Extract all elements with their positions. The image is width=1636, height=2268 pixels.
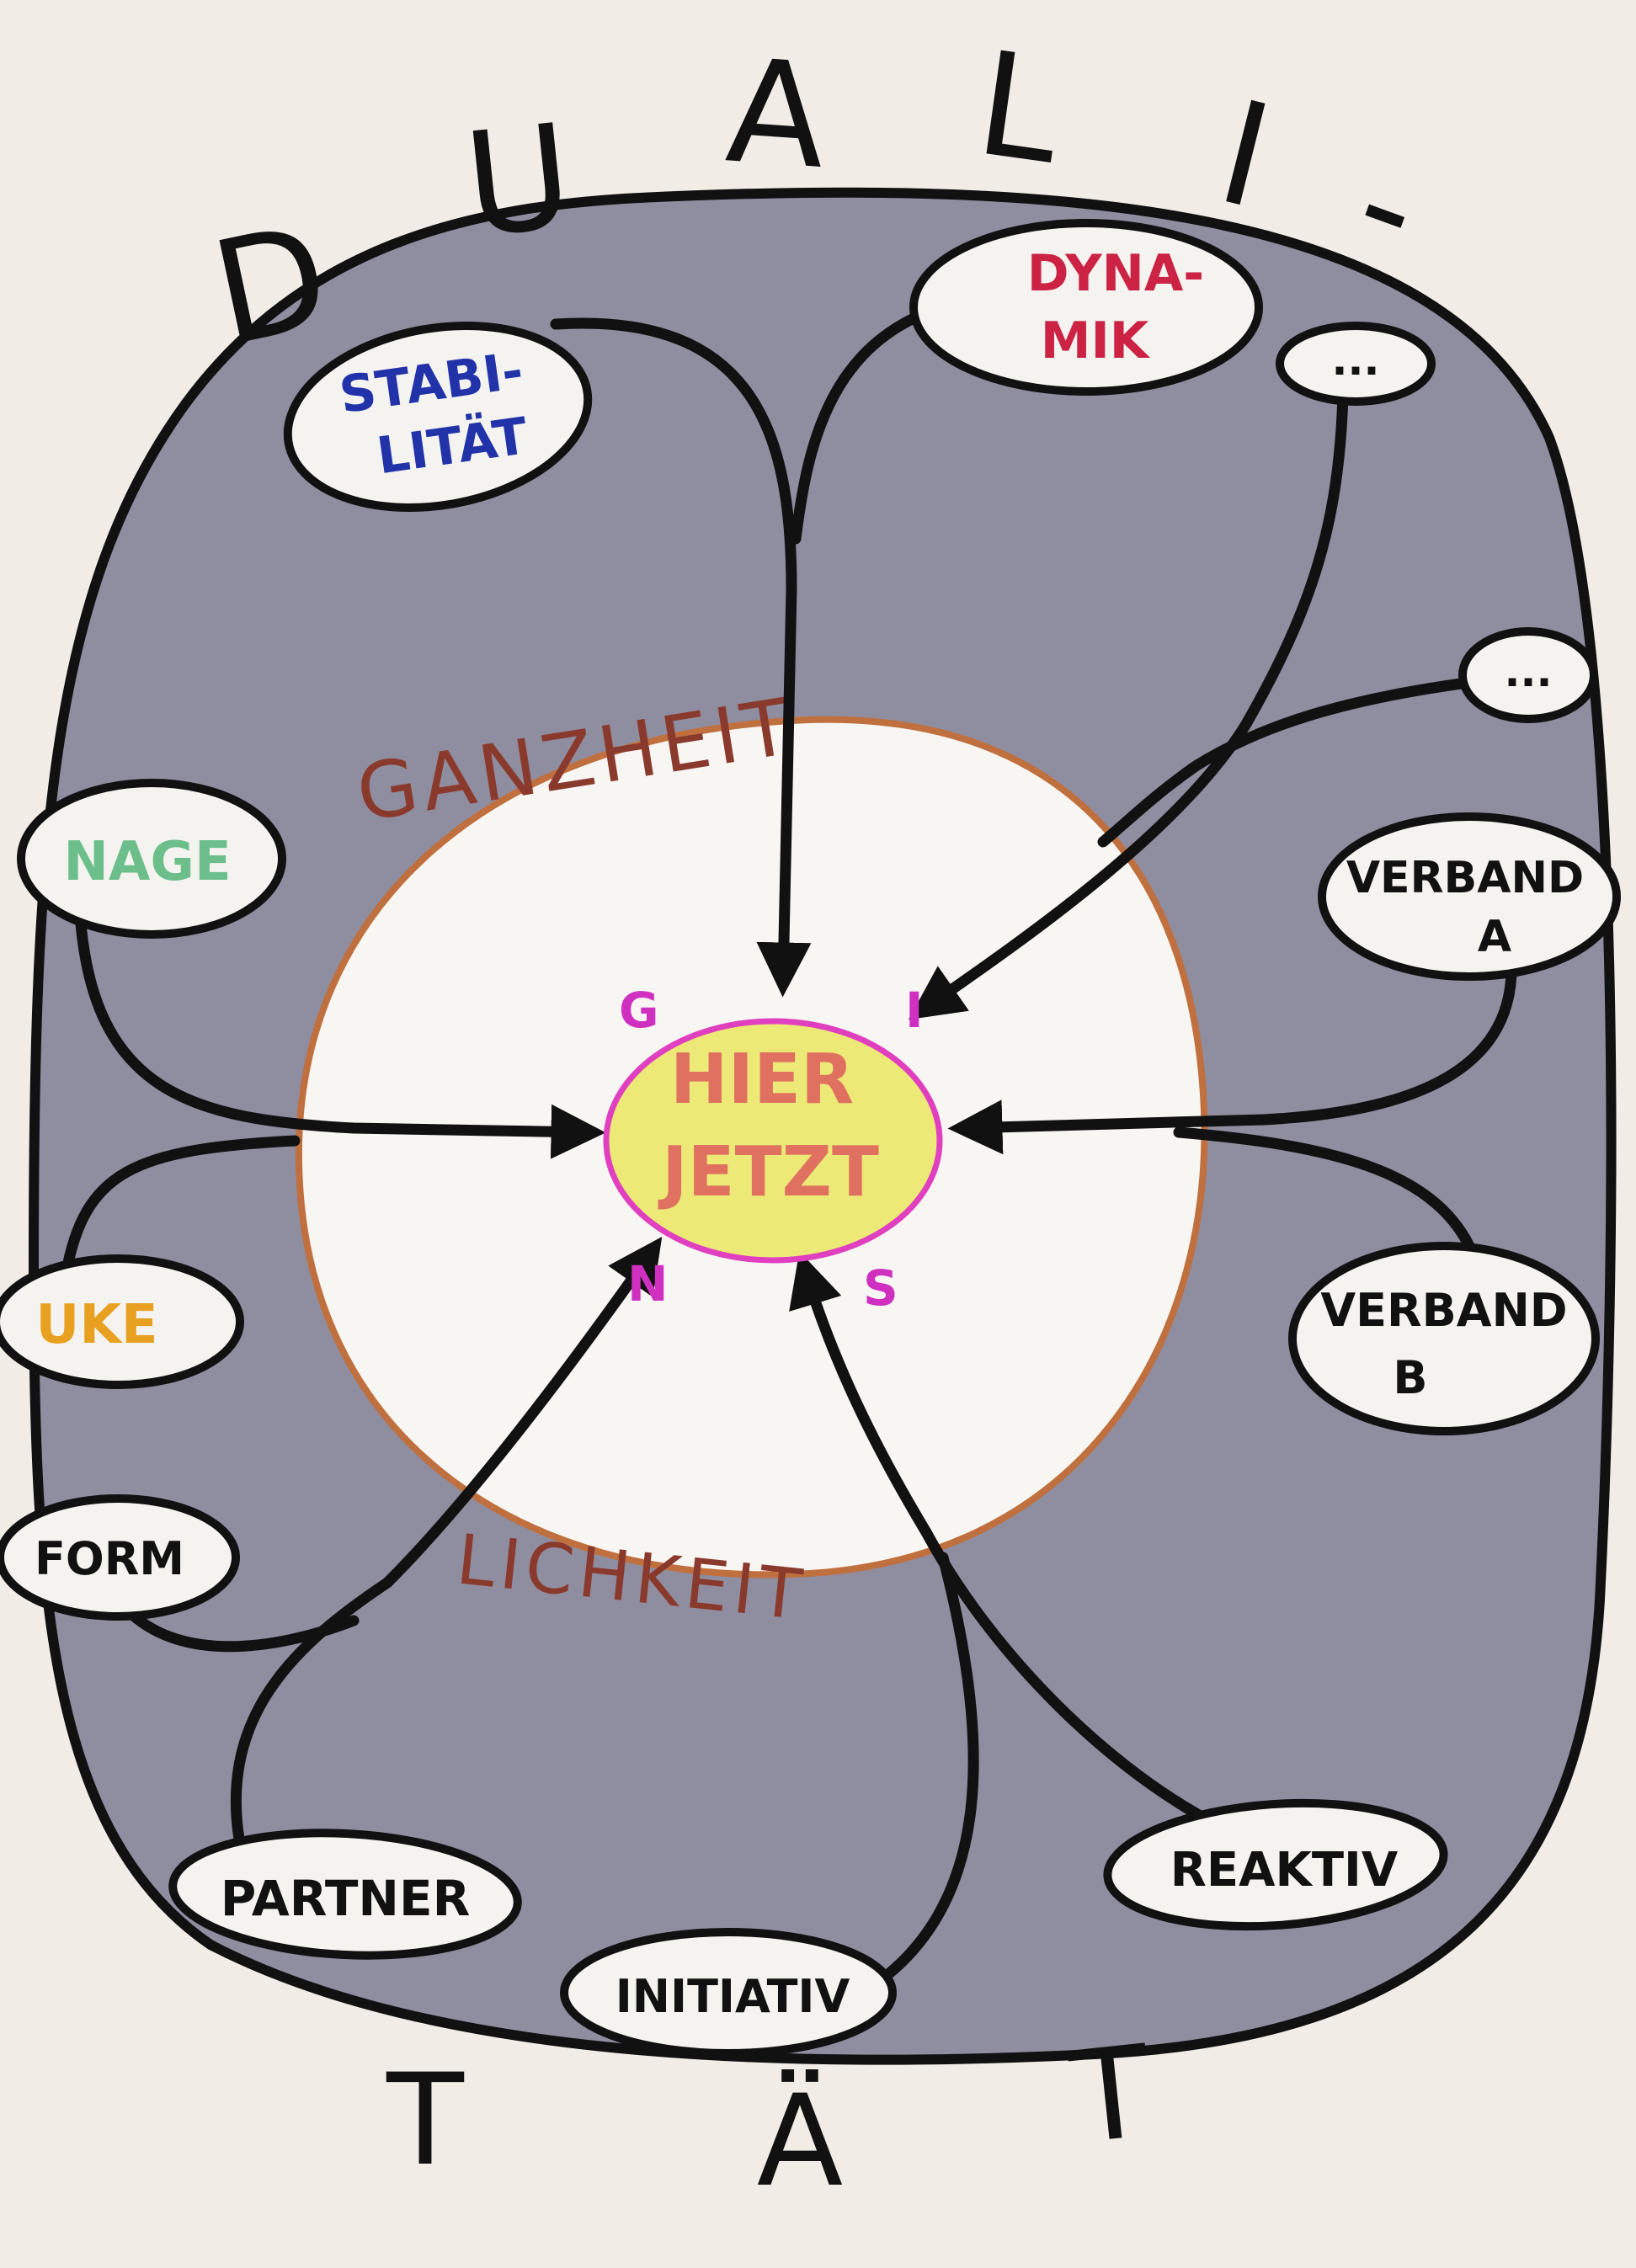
center-letter-s: S <box>863 1259 898 1317</box>
node-dynamik[interactable]: DYNA- MIK <box>909 219 1263 396</box>
center-letter-n: N <box>627 1255 669 1312</box>
svg-text:VERBAND: VERBAND <box>1320 1284 1567 1337</box>
svg-text:INITIATIV: INITIATIV <box>615 1970 850 2023</box>
svg-text:VERBAND: VERBAND <box>1346 853 1584 903</box>
title-letter-8: Ä <box>757 2068 844 2215</box>
center-letter-g: G <box>619 982 659 1039</box>
title-bottom: T Ä T <box>386 2019 1159 2215</box>
node-uke[interactable]: UKE <box>0 1254 244 1389</box>
arrow-stabilitaet <box>550 317 812 998</box>
node-more-right[interactable]: ... <box>1458 627 1598 723</box>
title-letter-6: - <box>1335 120 1441 294</box>
arrow-more-right <box>1097 676 1479 848</box>
svg-text:UKE: UKE <box>35 1294 157 1356</box>
arrow-verband-a <box>947 954 1517 1155</box>
node-reaktiv[interactable]: REAKTIV <box>1103 1792 1448 1937</box>
node-initiativ[interactable]: INITIATIV <box>560 1928 897 2058</box>
svg-text:NAGE: NAGE <box>63 831 231 893</box>
node-form[interactable]: FORM <box>0 1494 240 1621</box>
node-verband-b[interactable]: VERBAND B <box>1288 1242 1600 1435</box>
svg-text:MIK: MIK <box>1041 311 1151 370</box>
center-ellipse <box>603 1018 943 1264</box>
node-verband-a[interactable]: VERBAND A <box>1318 812 1621 981</box>
node-stabilitaet[interactable]: STABI- LITÄT <box>274 303 603 530</box>
arrow-uke <box>60 1135 301 1281</box>
title-letter-2: U <box>458 93 579 270</box>
svg-text:A: A <box>1478 912 1511 962</box>
title-letter-4: L <box>967 21 1069 197</box>
center-node[interactable]: HIER JETZT <box>603 1018 943 1264</box>
node-nage[interactable]: NAGE <box>17 779 286 939</box>
title-letter-3: A <box>722 28 831 201</box>
svg-text:DYNA-: DYNA- <box>1027 244 1204 303</box>
svg-text:PARTNER: PARTNER <box>221 1870 471 1927</box>
svg-text:...: ... <box>1332 336 1380 385</box>
svg-text:B: B <box>1393 1351 1427 1404</box>
arrow-reaktiv <box>789 1251 1218 1829</box>
arrow-more-top <box>908 390 1349 1020</box>
arrow-nage <box>74 908 606 1159</box>
title-letter-7: T <box>386 2047 465 2194</box>
arrow-verband-b <box>1173 1126 1475 1252</box>
center-label-line1: HIER <box>670 1040 854 1120</box>
svg-text:FORM: FORM <box>35 1532 184 1585</box>
center-label-line2: JETZT <box>658 1132 879 1212</box>
title-letter-1: D <box>200 193 342 379</box>
title-letter-5: I <box>1204 70 1286 242</box>
arrow-initiativ <box>882 1552 979 1980</box>
node-more-top[interactable]: ... <box>1276 322 1436 406</box>
svg-text:...: ... <box>1505 647 1553 696</box>
title-letter-9: T <box>1064 2019 1159 2173</box>
svg-text:REAKTIV: REAKTIV <box>1170 1843 1399 1898</box>
center-letter-i: I <box>905 982 924 1039</box>
node-partner[interactable]: PARTNER <box>168 1824 522 1963</box>
arrow-partner <box>230 1237 663 1871</box>
